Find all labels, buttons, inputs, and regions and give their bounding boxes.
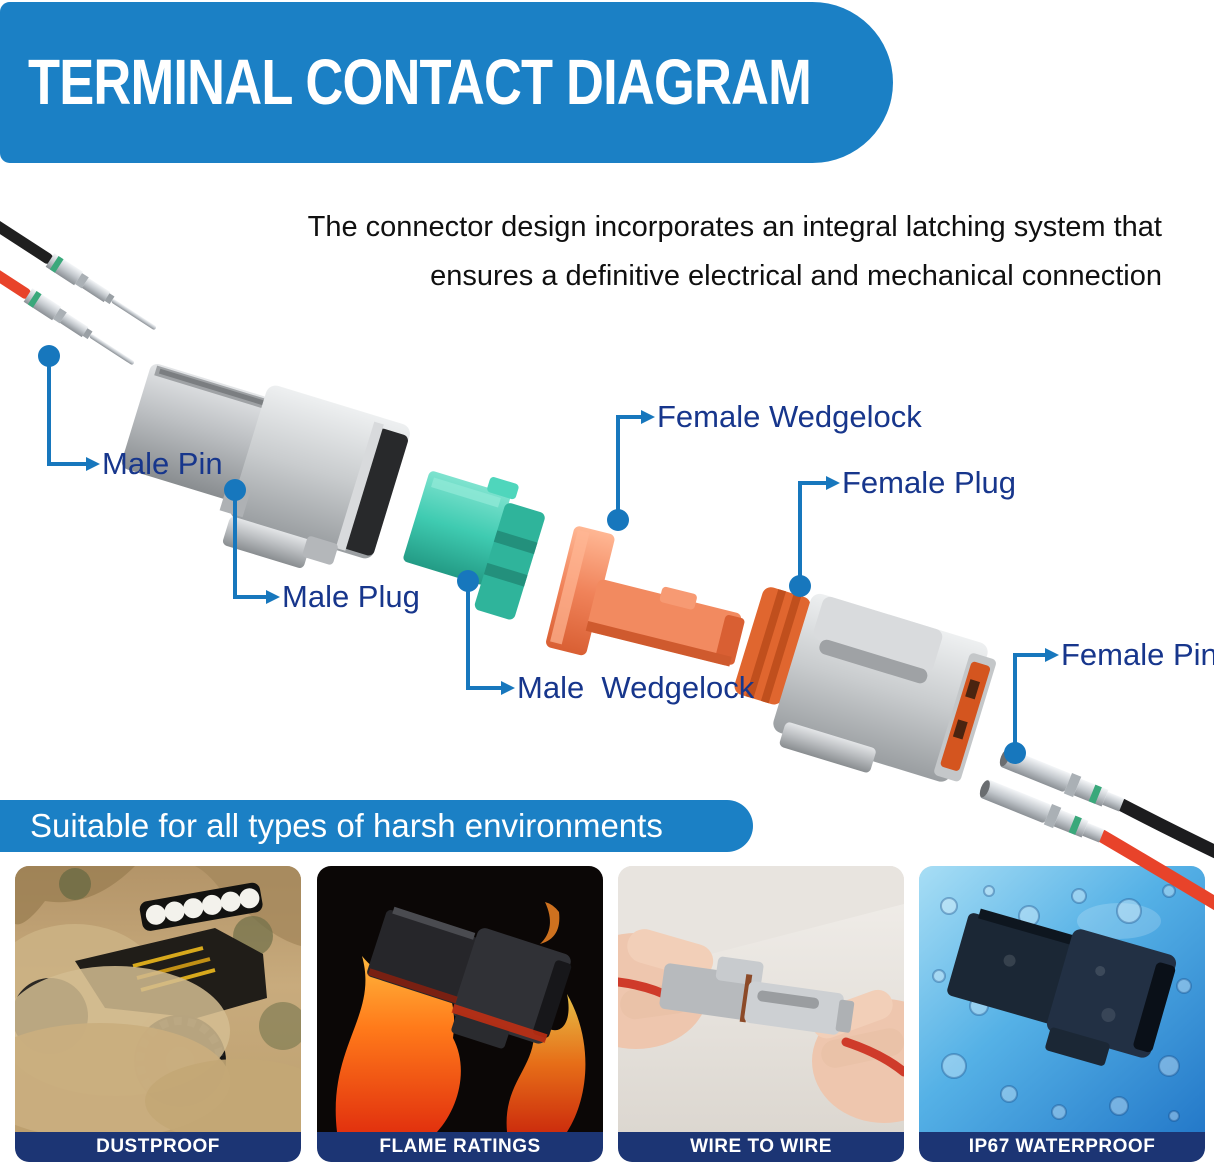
connector-in-flames <box>367 906 572 1049</box>
female-pin-terminal-red <box>979 779 1105 843</box>
black-wire <box>1115 798 1214 859</box>
label-male-pin: Male Pin <box>102 446 223 481</box>
light-bar <box>139 882 263 931</box>
wire-to-wire-photo <box>618 866 904 1132</box>
tile-caption-dustproof: DUSTPROOF <box>15 1132 301 1162</box>
joined-connector <box>659 956 855 1035</box>
description-text: The connector design incorporates an int… <box>308 203 1162 301</box>
tile-dustproof: DUSTPROOF <box>15 866 301 1162</box>
tile-caption-wire-to-wire: WIRE TO WIRE <box>618 1132 904 1162</box>
female-wedgelock <box>546 526 745 667</box>
waterproof-photo <box>919 866 1205 1132</box>
tile-flame-ratings: FLAME RATINGS <box>317 866 603 1162</box>
male-pin-terminal-red <box>0 251 135 365</box>
tile-caption-ip67-waterproof: IP67 WATERPROOF <box>919 1132 1205 1162</box>
tile-wire-to-wire: WIRE TO WIRE <box>618 866 904 1162</box>
environment-banner: Suitable for all types of harsh environm… <box>0 800 753 852</box>
female-pin-terminal-black <box>999 748 1125 812</box>
label-male-wedgelock: Male Wedgelock <box>517 670 755 705</box>
description-line-1: The connector design incorporates an int… <box>307 211 1162 243</box>
tile-ip67-waterproof: IP67 WATERPROOF <box>919 866 1205 1162</box>
connector-in-water <box>947 908 1177 1066</box>
environment-banner-text: Suitable for all types of harsh environm… <box>30 807 663 844</box>
label-male-plug: Male Plug <box>282 579 420 614</box>
dustproof-photo <box>15 866 301 1132</box>
label-female-wedgelock: Female Wedgelock <box>657 399 922 434</box>
page-title: TERMINAL CONTACT DIAGRAM <box>28 46 812 118</box>
female-plug-housing <box>734 587 996 782</box>
flame-photo <box>317 866 603 1132</box>
label-female-pin: Female Pin <box>1061 637 1214 672</box>
tile-caption-flame-ratings: FLAME RATINGS <box>317 1132 603 1162</box>
male-pin-terminal-black <box>0 216 157 330</box>
label-female-plug: Female Plug <box>842 465 1017 500</box>
title-banner: TERMINAL CONTACT DIAGRAM <box>0 2 893 163</box>
description-line-2: ensures a definitive electrical and mech… <box>430 260 1162 292</box>
